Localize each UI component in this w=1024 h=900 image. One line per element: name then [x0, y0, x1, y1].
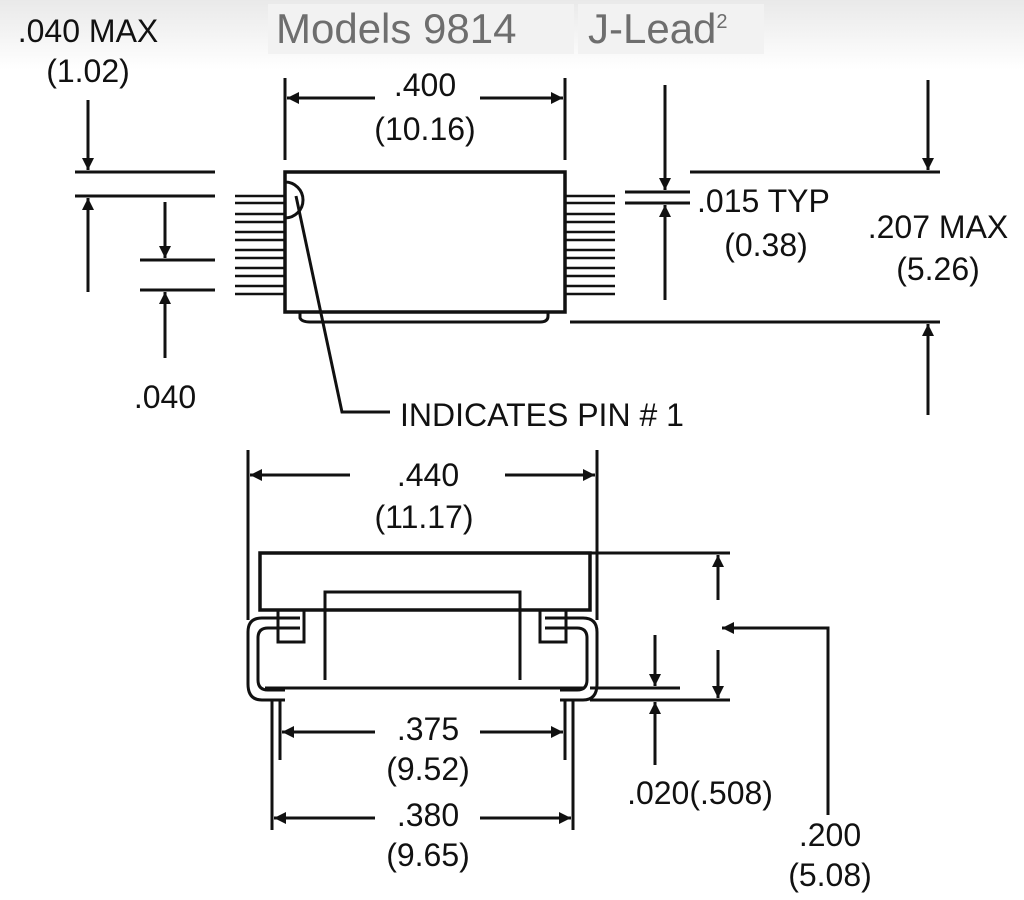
label-height: .200 [799, 817, 861, 853]
j-lead-left-outer [246, 616, 300, 702]
label-lead-thickness-mm: (0.38) [724, 227, 808, 263]
label-lead-width-top-mm: (1.02) [46, 53, 130, 89]
pin1-leader-line [294, 195, 390, 414]
label-lead-width-top: .040 MAX [18, 13, 159, 49]
j-lead-right-outer [545, 616, 599, 702]
j-lead-left-inner [256, 626, 300, 692]
dim-lead-width-top [75, 100, 215, 292]
dim-height [590, 551, 830, 815]
title-box-lead [578, 4, 764, 54]
label-height-mm: (5.08) [788, 857, 872, 893]
label-lead-thickness: .015 TYP [697, 183, 830, 219]
j-lead-right-inner [545, 626, 589, 692]
label-inner-span-mm: (9.52) [386, 751, 470, 787]
left-leads [235, 194, 285, 296]
side-body-inner [323, 590, 522, 680]
dim-lead-thickness [625, 85, 690, 300]
lead-title-superscript: 2 [716, 11, 728, 33]
label-standoff: .020(.508) [627, 775, 773, 811]
label-total-width: .207 MAX [868, 209, 1009, 245]
title-box-model [268, 4, 574, 54]
dim-total-width [570, 80, 940, 415]
dim-body-length [283, 78, 567, 160]
model-title: Models 9814 [276, 5, 517, 52]
dim-outer-span [270, 700, 575, 830]
right-leads [565, 194, 615, 296]
label-overall-length: .440 [397, 457, 459, 493]
side-pad-left [276, 608, 306, 644]
lead-title-text: J-Lead [588, 5, 717, 52]
body-base-outline [298, 312, 550, 324]
label-inner-span: .375 [397, 711, 459, 747]
label-lead-pitch: .040 [134, 379, 196, 415]
side-pad-right [538, 608, 568, 644]
label-overall-length-mm: (11.17) [374, 499, 473, 535]
label-pin1-note: INDICATES PIN # 1 [400, 397, 684, 433]
dim-lead-pitch [140, 202, 215, 358]
label-outer-span-mm: (9.65) [386, 837, 470, 873]
top-view [75, 78, 940, 415]
lead-title: J-Lead2 [588, 4, 728, 54]
label-body-length-mm: (10.16) [374, 111, 475, 147]
label-total-width-mm: (5.26) [896, 251, 980, 287]
dim-inner-span [278, 700, 567, 760]
label-body-length: .400 [394, 67, 456, 103]
component-body [283, 170, 567, 314]
pin1-notch [284, 180, 305, 220]
label-outer-span: .380 [397, 797, 459, 833]
side-body-outer [258, 551, 592, 612]
side-view [246, 450, 830, 830]
dim-overall-length [246, 450, 599, 620]
